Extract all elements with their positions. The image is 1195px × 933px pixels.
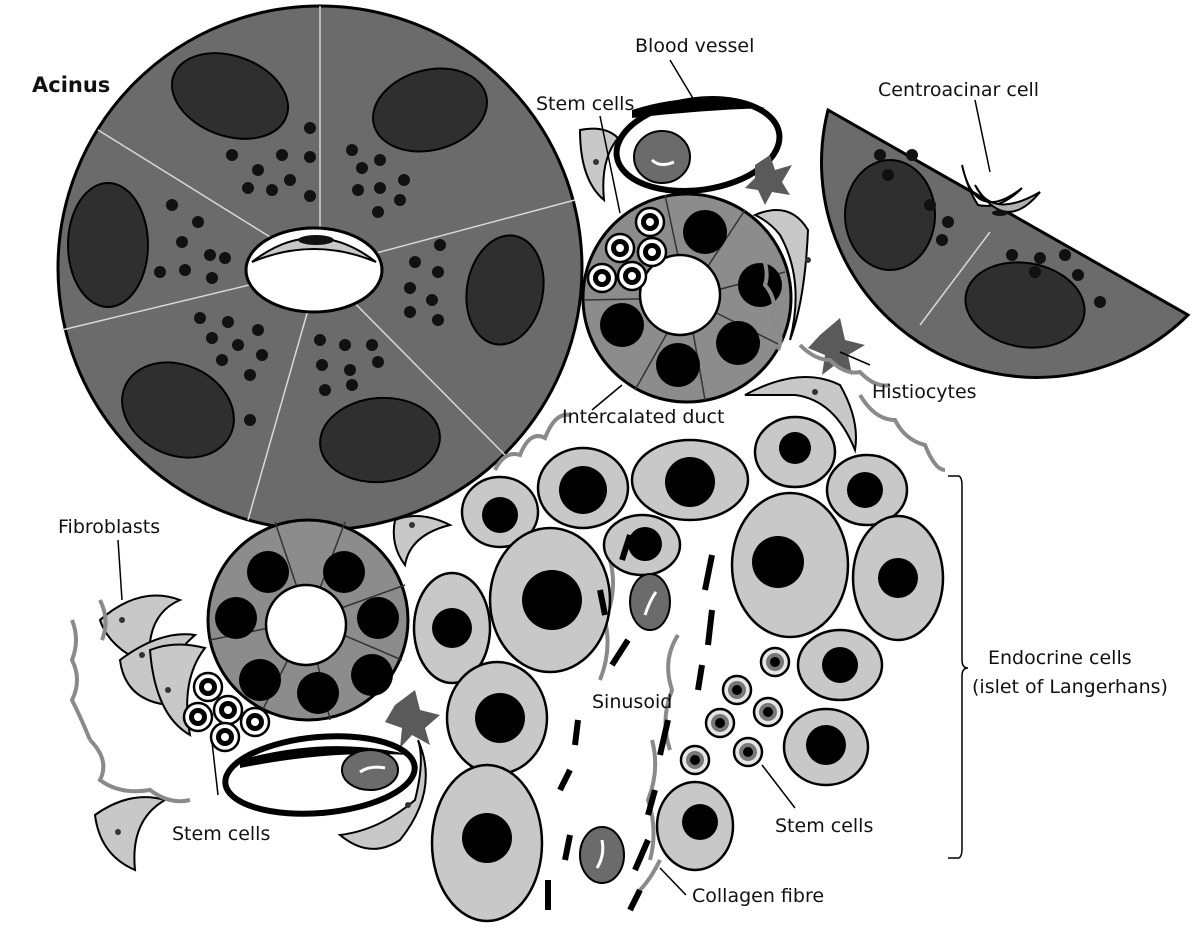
intercalated-duct-bottom	[208, 520, 408, 720]
stem-cells-bottom-label: Stem cells	[172, 823, 270, 845]
endocrine-cells-label: Endocrine cells	[988, 647, 1132, 669]
islet-of-langerhans-label: (islet of Langerhans)	[972, 676, 1168, 698]
fibroblasts-label: Fibroblasts	[58, 516, 160, 538]
histiocytes-label: Histiocytes	[872, 381, 977, 403]
intercalated-duct-label: Intercalated duct	[562, 406, 724, 428]
stem-cells-top-label: Stem cells	[536, 93, 634, 115]
acinus	[58, 6, 582, 530]
sinusoid-label: Sinusoid	[592, 691, 672, 713]
blood-vessel-label: Blood vessel	[635, 35, 754, 57]
endocrine-cells	[414, 417, 943, 921]
acinus-label: Acinus	[32, 73, 110, 97]
stem-cell-crescent-top	[580, 129, 618, 200]
centroacinar-cell-label: Centroacinar cell	[878, 79, 1039, 101]
blood-vessel-bottom	[222, 729, 418, 821]
acinus-segment-right	[822, 110, 1188, 377]
stem-cells-right-label: Stem cells	[775, 815, 873, 837]
collagen-fibre-label: Collagen fibre	[692, 885, 824, 907]
intercalated-duct-top	[583, 194, 791, 402]
stem-cells-islet	[681, 648, 789, 774]
